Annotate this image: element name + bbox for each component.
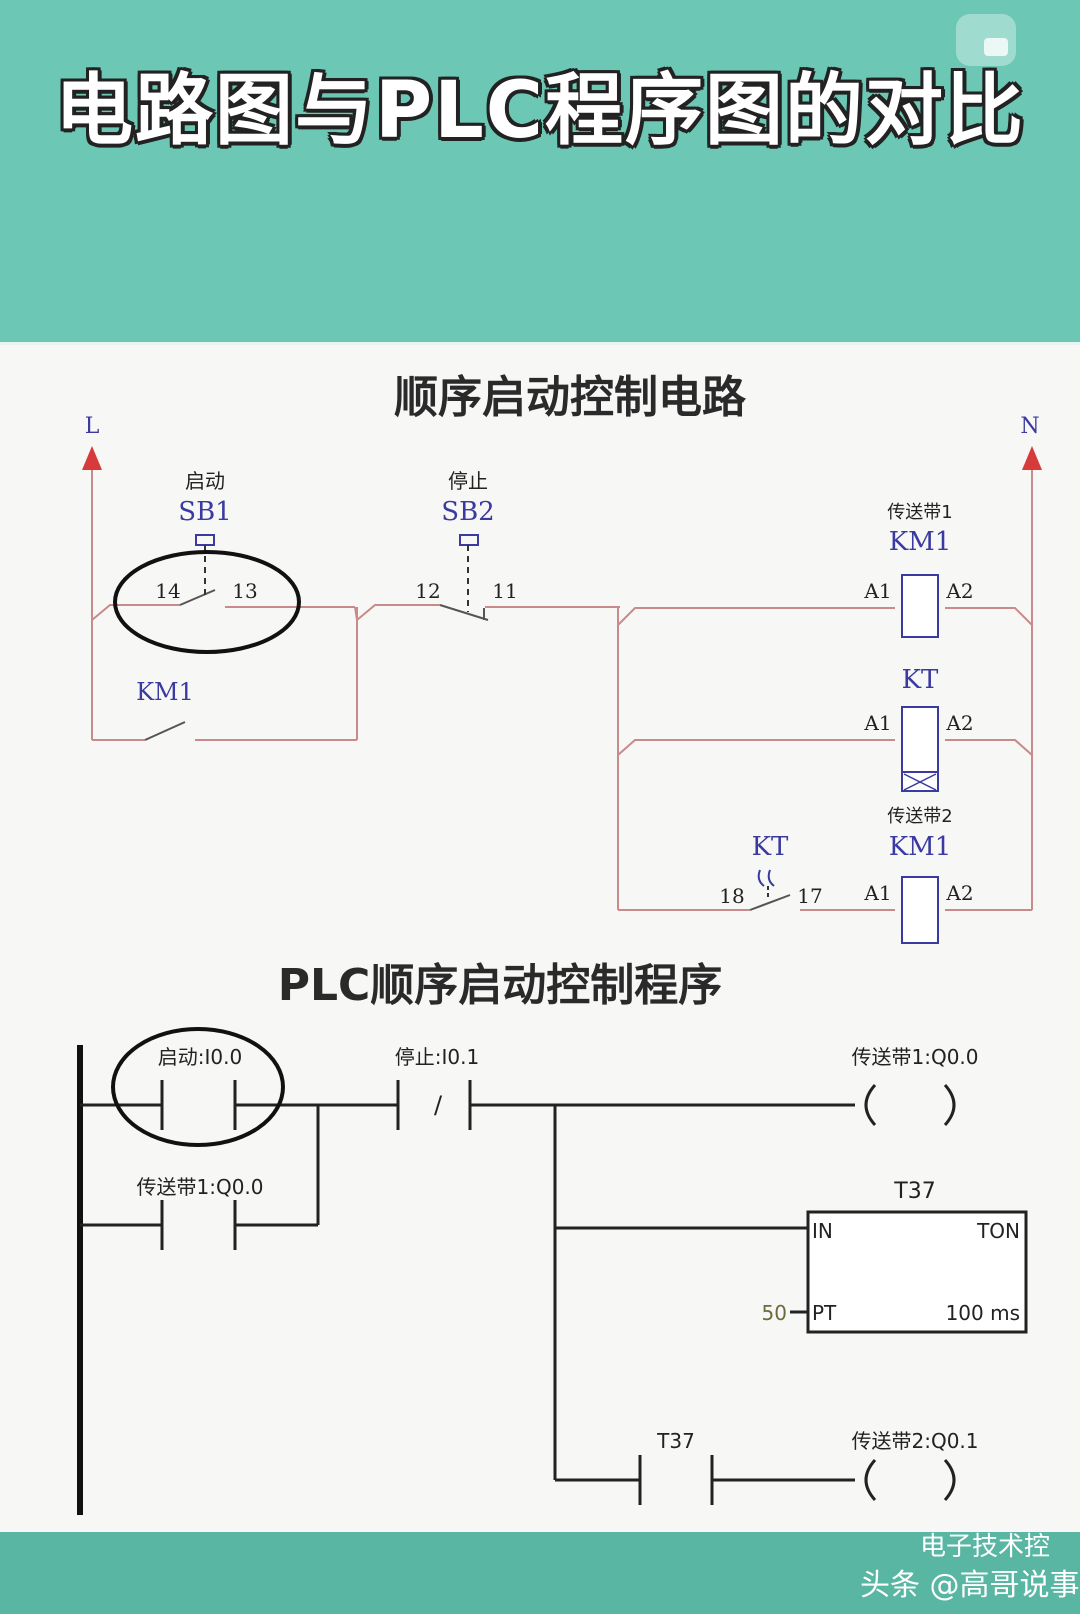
kt-coil-a1: A1	[863, 711, 891, 735]
coil1-name: 传送带1	[887, 502, 952, 523]
ladder-wires	[80, 1080, 855, 1505]
circuit-title: 顺序启动控制电路	[394, 372, 747, 423]
label-N: N	[1020, 414, 1039, 439]
kt-pin-right: 17	[797, 884, 822, 908]
km1-aux-label: KM1	[136, 678, 194, 706]
plc-out1-label: 传送带1:Q0.0	[851, 1045, 978, 1069]
L-arrow-icon	[82, 446, 102, 470]
sb2-id: SB2	[441, 497, 494, 527]
coil2-a2: A2	[945, 881, 973, 905]
kt-pin-left: 18	[719, 884, 744, 908]
circuit-wires	[91, 470, 1033, 911]
sb1-pin-right: 13	[232, 579, 257, 603]
coil2-id: KM1	[889, 832, 952, 862]
timer-name: T37	[893, 1179, 935, 1204]
watermark-text: 电子技术控	[920, 1532, 1051, 1562]
kt-coil-box	[901, 706, 939, 792]
out1-coil-right-icon	[943, 1083, 956, 1127]
diagram-panel	[0, 342, 1080, 1535]
coil1-box	[901, 574, 939, 638]
start-highlight-circle	[111, 1027, 285, 1147]
out2-coil-right-icon	[943, 1458, 956, 1502]
footer-bar	[0, 1532, 1080, 1614]
sb1-id: SB1	[178, 497, 231, 527]
sb1-highlight-circle	[113, 550, 301, 654]
plc-title: PLC顺序启动控制程序	[278, 960, 723, 1011]
page-title: 电路图与PLC程序图的对比	[54, 66, 1026, 156]
kt-contact-id: KT	[752, 832, 789, 862]
timer-type: TON	[976, 1219, 1020, 1243]
out1-coil-left-icon	[864, 1083, 877, 1127]
plc-stop-nc-symbol: /	[434, 1091, 443, 1119]
out2-coil-left-icon	[864, 1458, 877, 1502]
plc-stop-label: 停止:I0.1	[395, 1045, 479, 1069]
kt-coil-a2: A2	[945, 711, 973, 735]
coil1-a1: A1	[863, 579, 891, 603]
sb1-name: 启动	[185, 469, 225, 493]
timer-block	[806, 1210, 1028, 1334]
coil2-name: 传送带2	[887, 806, 952, 827]
plc-out2-label: 传送带2:Q0.1	[851, 1429, 978, 1453]
coil1-id: KM1	[889, 527, 952, 557]
header-banner	[0, 0, 1080, 340]
timer-in: IN	[812, 1219, 833, 1243]
sb1-pin-left: 14	[155, 579, 180, 603]
plc-hold-label: 传送带1:Q0.0	[136, 1175, 263, 1199]
coil2-a1: A1	[863, 881, 891, 905]
timer-preset: 50	[762, 1301, 787, 1325]
timer-pt: PT	[812, 1301, 837, 1325]
t37-contact-label: T37	[656, 1429, 695, 1453]
timer-base: 100 ms	[946, 1301, 1020, 1325]
sb2-button-icon	[459, 534, 479, 546]
label-L: L	[85, 414, 100, 439]
sb2-pin-left: 12	[415, 579, 440, 603]
picture-in-picture-icon[interactable]	[956, 14, 1016, 66]
N-arrow-icon	[1022, 446, 1042, 470]
kt-coil-id: KT	[902, 665, 939, 695]
sb2-name: 停止	[448, 469, 488, 493]
sb2-pin-right: 11	[492, 579, 517, 603]
plc-start-label: 启动:I0.0	[158, 1045, 242, 1069]
coil1-a2: A2	[945, 579, 973, 603]
kt-delay-icon	[757, 869, 775, 887]
sb1-button-icon	[195, 534, 215, 546]
coil2-box	[901, 876, 939, 944]
source-text: 头条 @高哥说事	[860, 1568, 1080, 1603]
